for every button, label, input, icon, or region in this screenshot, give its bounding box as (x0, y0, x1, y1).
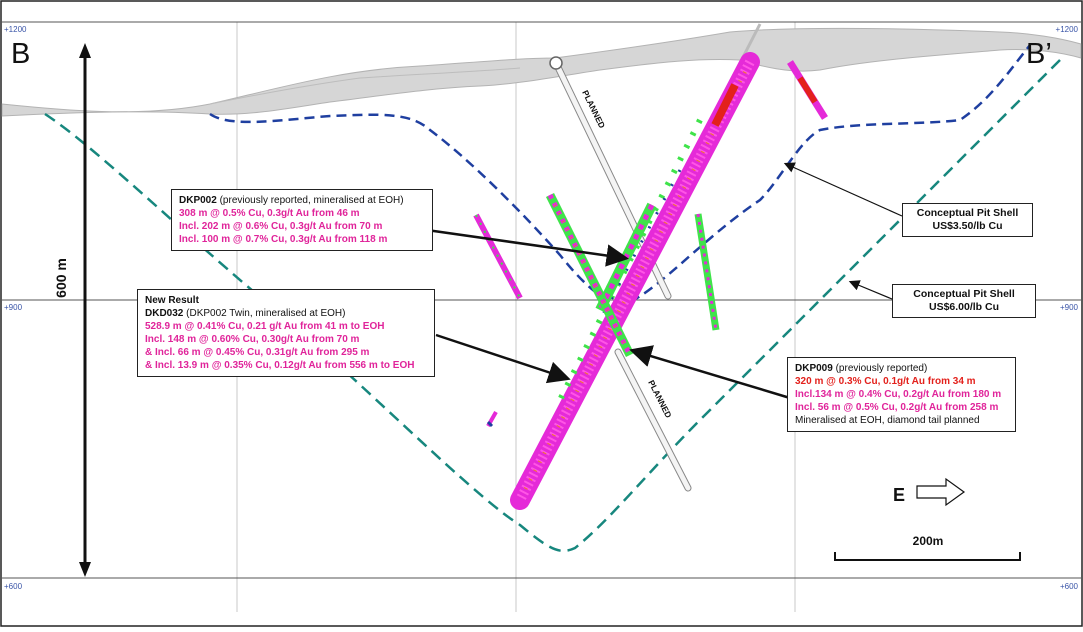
horizontal-scale: 200m (834, 534, 1021, 561)
arrow-up-icon (79, 43, 91, 58)
intercept-line: 308 m @ 0.5% Cu, 0.3g/t Au from 46 m (179, 208, 360, 219)
elevation-label: +1200 (1056, 25, 1079, 34)
drillhole-short-west (473, 213, 523, 300)
leader-dkp009 (629, 345, 791, 400)
vertical-scale: 600 m (53, 43, 91, 577)
leader-dkd032 (435, 333, 571, 384)
elevation-label: +900 (4, 303, 23, 312)
pit-shell-price: US$3.50/lb Cu (932, 220, 1003, 232)
hole-id: DKP009 (795, 363, 833, 374)
hole-id: DKD032 (145, 308, 184, 319)
direction-indicator: E (893, 477, 966, 507)
hole-note: (previously reported, mineralised at EOH… (216, 195, 404, 206)
vertical-scale-label: 600 m (53, 258, 69, 298)
horizontal-scale-label: 200m (913, 534, 944, 548)
elevation-label: +900 (1060, 303, 1079, 312)
arrow-down-icon (79, 562, 91, 577)
callout-dkd032: New Result DKD032 (DKP002 Twin, minerali… (137, 289, 435, 377)
drillhole-dkp009 (545, 192, 635, 358)
new-result-heading: New Result (145, 295, 199, 306)
section-start-label: B (11, 38, 30, 70)
drillhole-stub (486, 411, 498, 428)
intercept-line: 320 m @ 0.3% Cu, 0.1g/t Au from 34 m (795, 376, 976, 387)
intercept-line: Incl. 56 m @ 0.5% Cu, 0.2g/t Au from 258… (795, 402, 999, 413)
drillhole-short-east (787, 60, 828, 120)
drillhole-short-mid (694, 213, 720, 331)
pit-shell-price: US$6.00/lb Cu (928, 301, 1000, 313)
leader-pit-600 (848, 280, 893, 300)
high-grade-segment (711, 83, 739, 127)
elevation-label: +600 (4, 582, 23, 591)
topography-ridge (209, 67, 521, 105)
hole-note: (previously reported) (832, 363, 928, 374)
leader-pit-350 (783, 162, 903, 217)
direction-label: E (893, 485, 905, 505)
arrow-right-icon (916, 477, 966, 507)
section-end-label: B’ (1026, 38, 1052, 70)
pit-shell-600 (44, 59, 1061, 553)
pit-shell-title: Conceptual Pit Shell (913, 288, 1015, 300)
intercept-line: Incl. 100 m @ 0.7% Cu, 0.3g/t Au from 11… (179, 234, 388, 245)
elevation-label: +600 (1060, 582, 1079, 591)
intercept-line: & Incl. 13.9 m @ 0.35% Cu, 0.12g/t Au fr… (145, 360, 415, 371)
intercept-line: & Incl. 66 m @ 0.45% Cu, 0.31g/t Au from… (145, 347, 370, 358)
hole-id: DKP002 (179, 195, 217, 206)
pit-shell-title: Conceptual Pit Shell (916, 207, 1019, 219)
intercept-line: 528.9 m @ 0.41% Cu, 0.21 g/t Au from 41 … (145, 321, 385, 332)
callout-dkp009: DKP009 (previously reported) 320 m @ 0.3… (787, 357, 1016, 432)
pit-shell-350-label: Conceptual Pit Shell US$3.50/lb Cu (902, 203, 1033, 237)
callout-dkp002: DKP002 (previously reported, mineralised… (171, 189, 433, 251)
hole-note: (DKP002 Twin, mineralised at EOH) (183, 308, 346, 319)
intercept-line: Incl. 148 m @ 0.60% Cu, 0.30g/t Au from … (145, 334, 360, 345)
hole-footer-note: Mineralised at EOH, diamond tail planned (795, 415, 980, 426)
collar-marker (549, 56, 563, 70)
elevation-labels: +1200 +900 +600 +1200 +900 +600 (4, 25, 1079, 591)
intercept-line: Incl.134 m @ 0.4% Cu, 0.2g/t Au from 180… (795, 389, 1002, 400)
pit-shell-600-label: Conceptual Pit Shell US$6.00/lb Cu (892, 284, 1036, 318)
intercept-line: Incl. 202 m @ 0.6% Cu, 0.3g/t Au from 70… (179, 221, 383, 232)
topography-surface (1, 27, 1082, 117)
elevation-label: +1200 (4, 25, 27, 34)
